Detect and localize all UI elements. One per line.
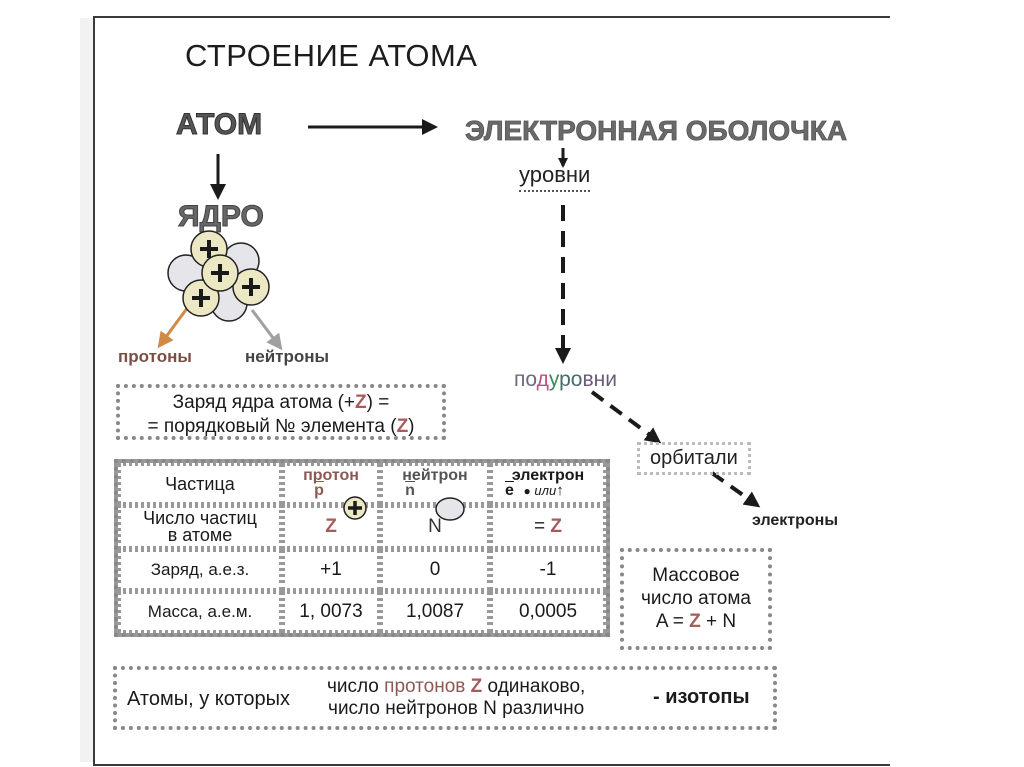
mass-number-box: Массовое число атома A = Z + N	[620, 548, 772, 650]
charge-line-2: = порядковый № элемента (Z)	[147, 416, 415, 437]
table-header-row: Частица протон p нейтрон n электрон e ● …	[118, 463, 606, 521]
arrow-orbitals-to-electrons	[710, 471, 761, 508]
sublevels-part: по	[514, 368, 537, 391]
protons-label: протоны	[118, 347, 192, 366]
electrons-label: электроны	[752, 512, 839, 529]
nucleus-label: ЯДРО	[178, 200, 265, 234]
sublevels-part: д	[536, 368, 549, 391]
isotopes-condition: число протонов Z одинаково, число нейтро…	[327, 676, 586, 719]
atom-label: АТОМ	[175, 108, 263, 142]
plus-signs	[192, 240, 260, 307]
arrow-to-neutrons	[250, 309, 283, 351]
isotopes-left-text: Атомы, у которых	[127, 688, 290, 710]
sublevels-part: вни	[582, 368, 617, 391]
table-row: Масса, а.е.м. 1, 0073 1,0087 0,0005	[118, 591, 606, 633]
isotopes-box: Атомы, у которых число протонов Z одинак…	[113, 666, 777, 730]
neutrons-label: нейтроны	[245, 347, 330, 366]
electron-shell-label: ЭЛЕКТРОННАЯ ОБОЛОЧКА	[465, 115, 848, 147]
header-electron: электрон e ● или↑	[490, 463, 606, 505]
header-proton: протон p	[282, 463, 380, 520]
arrow-sublevels-to-orbitals	[590, 390, 662, 444]
proton-icon	[343, 496, 367, 520]
sublevels-label: подуровни	[514, 368, 617, 392]
levels-label: уровни	[519, 162, 591, 192]
nuclear-charge-box: Заряд ядра атома (+Z) = = порядковый № э…	[116, 384, 446, 440]
neutron-icon	[435, 497, 465, 521]
header-particle: Частица	[118, 463, 282, 505]
arrow-to-protons	[157, 306, 190, 349]
electron-dot-icon: ●	[523, 484, 531, 498]
particle-table: Частица протон p нейтрон n электрон e ● …	[114, 459, 610, 637]
spin-arrow-icon: ↑	[556, 482, 564, 499]
slide-frame	[93, 16, 890, 766]
page-title: СТРОЕНИЕ АТОМА	[185, 38, 478, 73]
charge-line-1: Заряд ядра атома (+Z) =	[172, 392, 390, 413]
sublevels-part: ро	[559, 368, 583, 391]
mass-number-formula: A = Z + N	[655, 611, 737, 632]
sublevels-part: у	[548, 368, 560, 391]
isotopes-term: - изотопы	[653, 686, 750, 708]
header-neutron: нейтрон n	[380, 463, 490, 521]
table-row: Заряд, а.е.з. +1 0 -1	[118, 549, 606, 591]
page-shadow	[80, 18, 93, 762]
orbitals-box: орбитали	[637, 442, 751, 475]
